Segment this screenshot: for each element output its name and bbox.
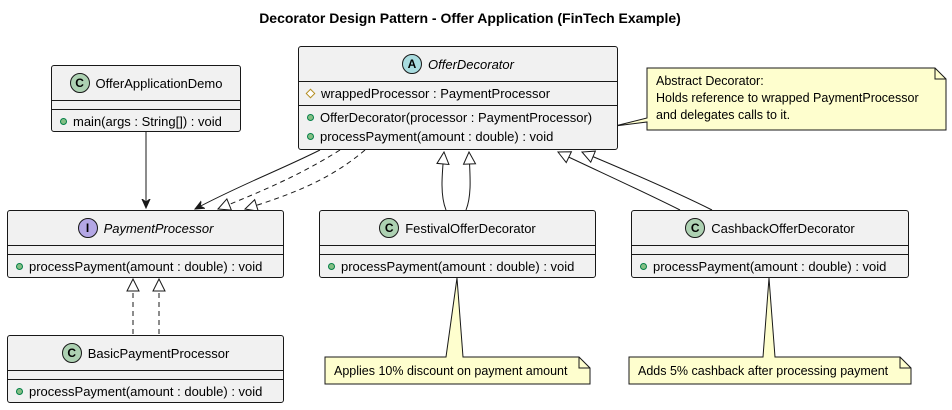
cashback-note: Adds 5% cashback after processing paymen… — [638, 364, 889, 378]
method: processPayment(amount : double) : void — [299, 127, 617, 146]
class-header: C BasicPaymentProcessor — [8, 336, 283, 371]
class-name: OfferDecorator — [428, 56, 514, 72]
field: wrappedProcessor : PaymentProcessor — [299, 84, 617, 103]
public-method-icon — [307, 114, 314, 121]
method: OfferDecorator(processor : PaymentProces… — [299, 108, 617, 127]
methods-section: main(args : String[]) : void — [52, 110, 240, 133]
interface-payment-processor: I PaymentProcessor processPayment(amount… — [7, 210, 284, 278]
class-name: PaymentProcessor — [103, 220, 214, 236]
decorator-wraps-processor-edge — [195, 149, 321, 209]
methods-section: OfferDecorator(processor : PaymentProces… — [299, 106, 617, 148]
public-method-icon — [60, 118, 67, 125]
decorator-implements-processor-edge-2 — [245, 149, 366, 209]
abstract-stereotype-icon: A — [402, 54, 422, 74]
class-stereotype-icon: C — [69, 73, 90, 93]
class-stereotype-icon: C — [61, 343, 82, 363]
festival-extends-decorator-edge-2 — [466, 152, 470, 211]
class-offer-application-demo: C OfferApplicationDemo main(args : Strin… — [51, 65, 241, 132]
cashback-extends-decorator-edge-1 — [558, 152, 681, 211]
methods-section: processPayment(amount : double) : void — [8, 255, 283, 278]
methods-section: processPayment(amount : double) : void — [632, 255, 908, 278]
methods-section: processPayment(amount : double) : void — [8, 380, 283, 403]
protected-field-icon — [305, 88, 316, 99]
method: processPayment(amount : double) : void — [8, 257, 283, 276]
fields-section — [52, 101, 240, 110]
class-name: OfferApplicationDemo — [95, 75, 223, 91]
class-header: C OfferApplicationDemo — [52, 66, 240, 101]
diagram-title: Decorator Design Pattern - Offer Applica… — [259, 10, 681, 26]
method: processPayment(amount : double) : void — [320, 257, 595, 276]
fields-section — [632, 246, 908, 255]
decorator-note: Abstract Decorator: Holds reference to w… — [656, 74, 919, 122]
class-name: FestivalOfferDecorator — [405, 220, 536, 236]
festival-note: Applies 10% discount on payment amount — [334, 364, 568, 378]
public-method-icon — [16, 388, 23, 395]
method: processPayment(amount : double) : void — [8, 382, 283, 401]
method: main(args : String[]) : void — [52, 112, 240, 131]
decorator-note-shape — [614, 67, 947, 131]
fields-section — [8, 246, 283, 255]
methods-section: processPayment(amount : double) : void — [320, 255, 595, 278]
interface-stereotype-icon: I — [77, 218, 98, 238]
public-method-icon — [328, 263, 335, 270]
public-method-icon — [640, 263, 647, 270]
class-stereotype-icon: C — [379, 218, 400, 238]
festival-extends-decorator-edge-1 — [442, 152, 446, 211]
class-cashback-offer-decorator: C CashbackOfferDecorator processPayment(… — [631, 210, 909, 278]
class-header: A OfferDecorator — [299, 47, 617, 82]
class-stereotype-icon: C — [685, 218, 706, 238]
fields-section — [320, 246, 595, 255]
fields-section: wrappedProcessor : PaymentProcessor — [299, 82, 617, 106]
class-festival-offer-decorator: C FestivalOfferDecorator processPayment(… — [319, 210, 596, 278]
class-header: I PaymentProcessor — [8, 211, 283, 246]
cashback-extends-decorator-edge-2 — [582, 152, 713, 211]
class-header: C FestivalOfferDecorator — [320, 211, 595, 246]
public-method-icon — [307, 133, 314, 140]
class-name: BasicPaymentProcessor — [87, 345, 230, 361]
class-header: C CashbackOfferDecorator — [632, 211, 908, 246]
fields-section — [8, 371, 283, 380]
class-offer-decorator: A OfferDecorator wrappedProcessor : Paym… — [298, 46, 618, 150]
class-name: CashbackOfferDecorator — [711, 220, 855, 236]
public-method-icon — [16, 263, 23, 270]
decorator-implements-processor-edge-1 — [218, 149, 341, 209]
method: processPayment(amount : double) : void — [632, 257, 908, 276]
class-basic-payment-processor: C BasicPaymentProcessor processPayment(a… — [7, 335, 284, 403]
